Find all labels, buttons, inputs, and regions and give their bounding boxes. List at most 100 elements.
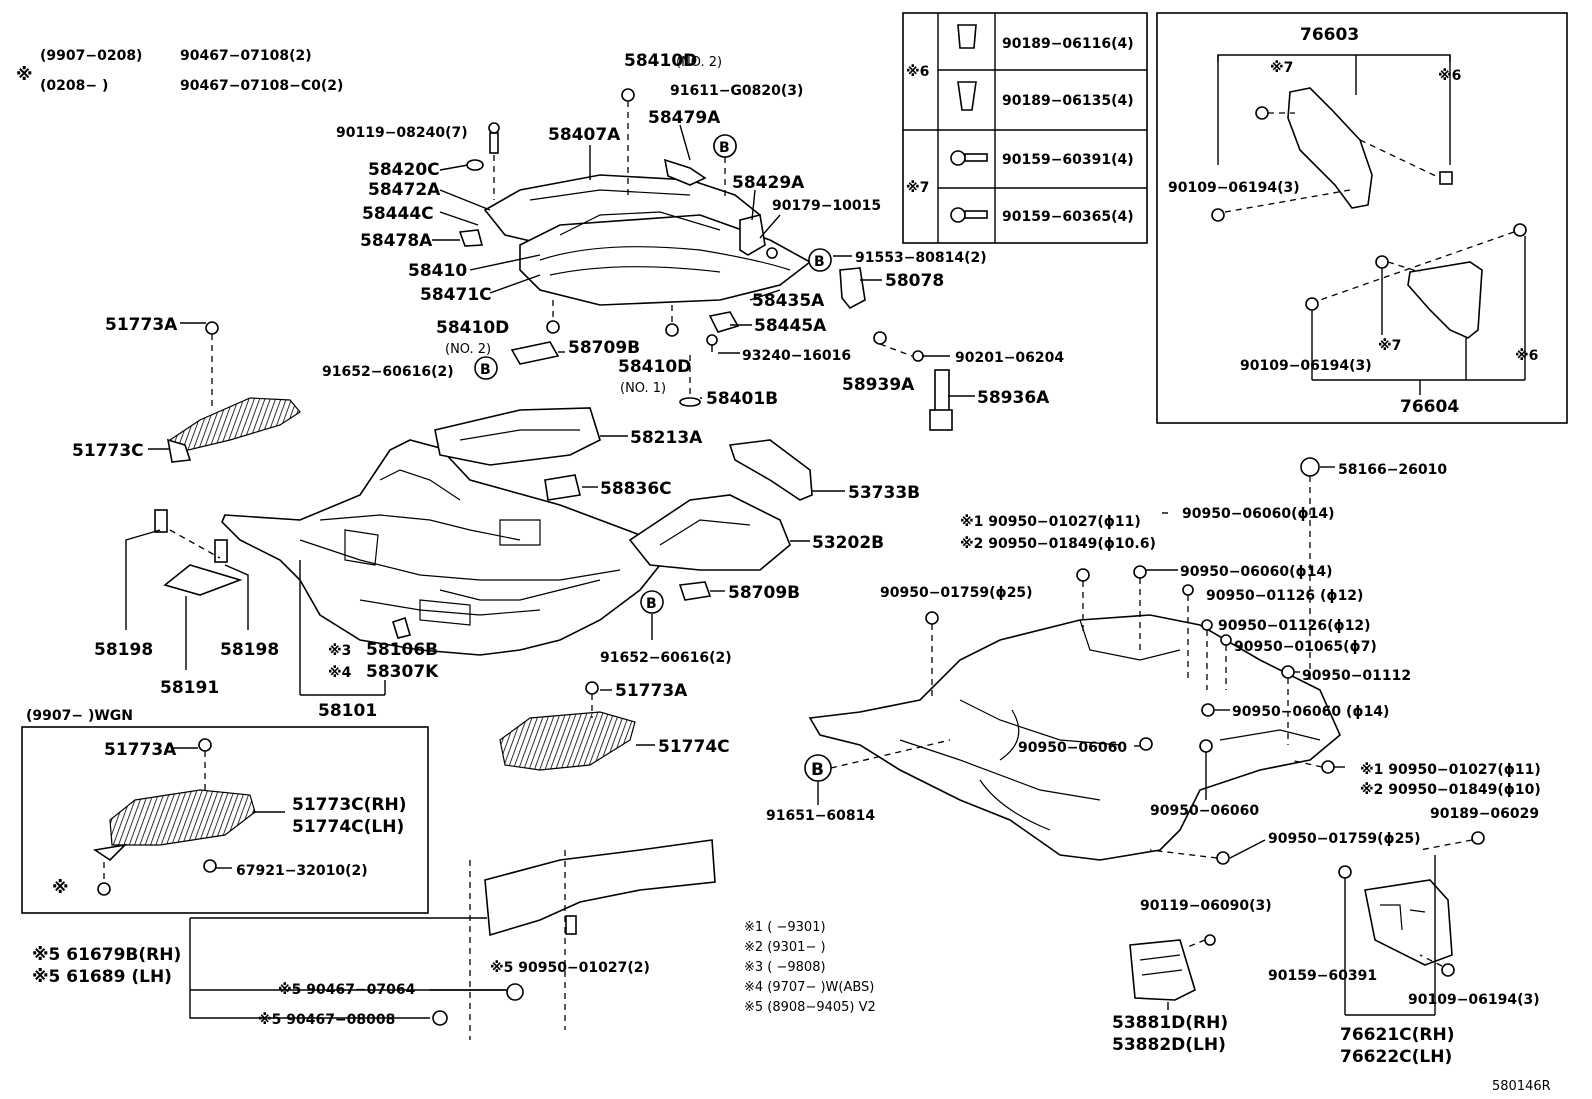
label-m4: ※4 xyxy=(328,665,352,681)
label-58307K: 58307K xyxy=(366,662,439,682)
label-f-90119-06090: 90119−06090(3) xyxy=(1140,898,1272,914)
b-markers: B B B B B xyxy=(474,134,832,782)
label-51774C: 51774C xyxy=(658,737,730,757)
label-58445A: 58445A xyxy=(754,316,827,336)
wgn-box: (9907− )WGN xyxy=(21,708,429,914)
label-f-06060-a: 90950−06060 xyxy=(1018,740,1127,756)
label-51773C: 51773C xyxy=(72,441,144,461)
label-f2-01849: ※2 90950−01849(ϕ10.6) xyxy=(960,536,1156,552)
label-58401B: 58401B xyxy=(706,389,778,409)
label-58166: 58166−26010 xyxy=(1338,462,1447,478)
note-part-2: 90467−07108−C0(2) xyxy=(180,78,343,94)
legend-group-6: ※6 xyxy=(906,64,929,80)
leader-lines xyxy=(148,124,1345,991)
note-range-1: (9907−0208) xyxy=(40,48,142,64)
label-90179: 90179−10015 xyxy=(772,198,881,214)
note-symbol: ※ xyxy=(16,65,33,85)
label-58709B-top: 58709B xyxy=(568,338,640,358)
b-marker-5: B xyxy=(811,760,824,780)
label-58198-left: 58198 xyxy=(94,640,153,660)
label-58709B-bot: 58709B xyxy=(728,583,800,603)
label-f-01065-7: 90950−01065(ϕ7) xyxy=(1234,639,1377,655)
label-61689: ※5 61689 (LH) xyxy=(32,967,172,987)
bracket-top-part: 76603 xyxy=(1300,25,1359,45)
label-76622C: 76622C(LH) xyxy=(1340,1047,1452,1067)
label-58836C: 58836C xyxy=(600,479,672,499)
label-90950-01027-2: ※5 90950−01027(2) xyxy=(490,960,650,976)
b-marker-2: B xyxy=(814,254,825,270)
label-wgn-51773A: 51773A xyxy=(104,740,177,760)
label-53202B: 53202B xyxy=(812,533,884,553)
footnote-3: ※3 ( −9808) xyxy=(744,960,826,975)
legend-part-4: 90159−60365(4) xyxy=(1002,209,1134,225)
label-93240: 93240−16016 xyxy=(742,348,851,364)
label-58407A: 58407A xyxy=(548,125,621,145)
label-f-06060-14c: 90950−06060 (ϕ14) xyxy=(1232,704,1389,720)
part-labels: 58410D (NO. 2) 91611−G0820(3) 90119−0824… xyxy=(32,51,1541,1067)
label-no1: (NO. 1) xyxy=(620,381,666,396)
label-wgn-67921: 67921−32010(2) xyxy=(236,863,368,879)
label-58435A: 58435A xyxy=(752,291,825,311)
label-f-06060-14b: 90950−06060(ϕ14) xyxy=(1180,564,1333,580)
label-f1-01027: ※1 90950−01027(ϕ11) xyxy=(960,514,1141,530)
label-58479A: 58479A xyxy=(648,108,721,128)
footnote-2: ※2 (9301− ) xyxy=(744,940,826,955)
wgn-header: (9907− )WGN xyxy=(26,708,133,724)
note-range-2: (0208− ) xyxy=(40,78,108,94)
floor-pan xyxy=(221,407,813,696)
label-51773A-mid: 51773A xyxy=(615,681,688,701)
footnote-1: ※1 ( −9301) xyxy=(744,920,826,935)
bracket-bolt-b: 90109−06194(3) xyxy=(1240,358,1372,374)
label-m3: ※3 xyxy=(328,643,351,659)
rear-floor-side-panel xyxy=(499,681,636,771)
bracket-bottom-part: 76604 xyxy=(1400,397,1459,417)
b-marker-1: B xyxy=(719,140,730,156)
diagram-code: 580146R xyxy=(1492,1079,1551,1094)
label-wgn-star: ※ xyxy=(52,878,69,898)
heat-insulator-assembly xyxy=(458,88,953,431)
bracket-m7b: ※7 xyxy=(1378,338,1401,354)
fastener-legend-table: ※6 ※7 90189−06116(4) 90189−06135(4) 9015… xyxy=(902,12,1148,244)
floor-silencer xyxy=(808,457,1341,865)
legend-part-3: 90159−60391(4) xyxy=(1002,152,1134,168)
label-58939A: 58939A xyxy=(842,375,915,395)
label-53733B: 53733B xyxy=(848,483,920,503)
bracket-m6b: ※6 xyxy=(1515,348,1538,364)
label-58420C: 58420C xyxy=(368,160,440,180)
label-76621C: 76621C(RH) xyxy=(1340,1025,1454,1045)
label-91553: 91553−80814(2) xyxy=(855,250,987,266)
bracket-box: 76603 ※7 ※6 90109−06194(3) ※7 ※6 90109−0… xyxy=(1156,12,1568,424)
label-53881D: 53881D(RH) xyxy=(1112,1013,1228,1033)
legend-group-7: ※7 xyxy=(906,180,929,196)
label-f-90109-06194-b: 90109−06194(3) xyxy=(1408,992,1540,1008)
label-f1-01027-b: ※1 90950−01027(ϕ11) xyxy=(1360,762,1541,778)
label-58191: 58191 xyxy=(160,678,219,698)
label-f-01759-25a: 90950−01759(ϕ25) xyxy=(880,585,1033,601)
label-f-01759-25b: 90950−01759(ϕ25) xyxy=(1268,831,1421,847)
note-part-1: 90467−07108(2) xyxy=(180,48,312,64)
label-91611: 91611−G0820(3) xyxy=(670,83,803,99)
label-90467-07064: ※5 90467−07064 xyxy=(278,982,416,998)
label-f-01126-12a: 90950−01126 (ϕ12) xyxy=(1206,588,1363,604)
b-marker-3: B xyxy=(480,362,491,378)
label-f-90159-60391: 90159−60391 xyxy=(1268,968,1377,984)
b-marker-4: B xyxy=(646,596,657,612)
legend-part-1: 90189−06116(4) xyxy=(1002,36,1134,52)
label-f-90189-06029: 90189−06029 xyxy=(1430,806,1539,822)
mud-guards xyxy=(1129,831,1485,1016)
left-small-parts xyxy=(125,321,301,670)
label-58478A: 58478A xyxy=(360,231,433,251)
label-58410D-mid: 58410D xyxy=(436,318,509,338)
bracket-m7a: ※7 xyxy=(1270,60,1293,76)
label-58410D-top-no: (NO. 2) xyxy=(676,55,722,70)
label-f2-01849-b: ※2 90950−01849(ϕ10) xyxy=(1360,782,1541,798)
label-58410: 58410 xyxy=(408,261,467,281)
label-90467-08008: ※5 90467−08008 xyxy=(258,1012,395,1028)
label-58444C: 58444C xyxy=(362,204,434,224)
label-wgn-51773C: 51773C(RH) xyxy=(292,795,406,815)
label-91652-top: 91652−60616(2) xyxy=(322,364,454,380)
label-58429A: 58429A xyxy=(732,173,805,193)
label-f-06060-b: 90950−06060 xyxy=(1150,803,1259,819)
legend-part-2: 90189−06135(4) xyxy=(1002,93,1134,109)
